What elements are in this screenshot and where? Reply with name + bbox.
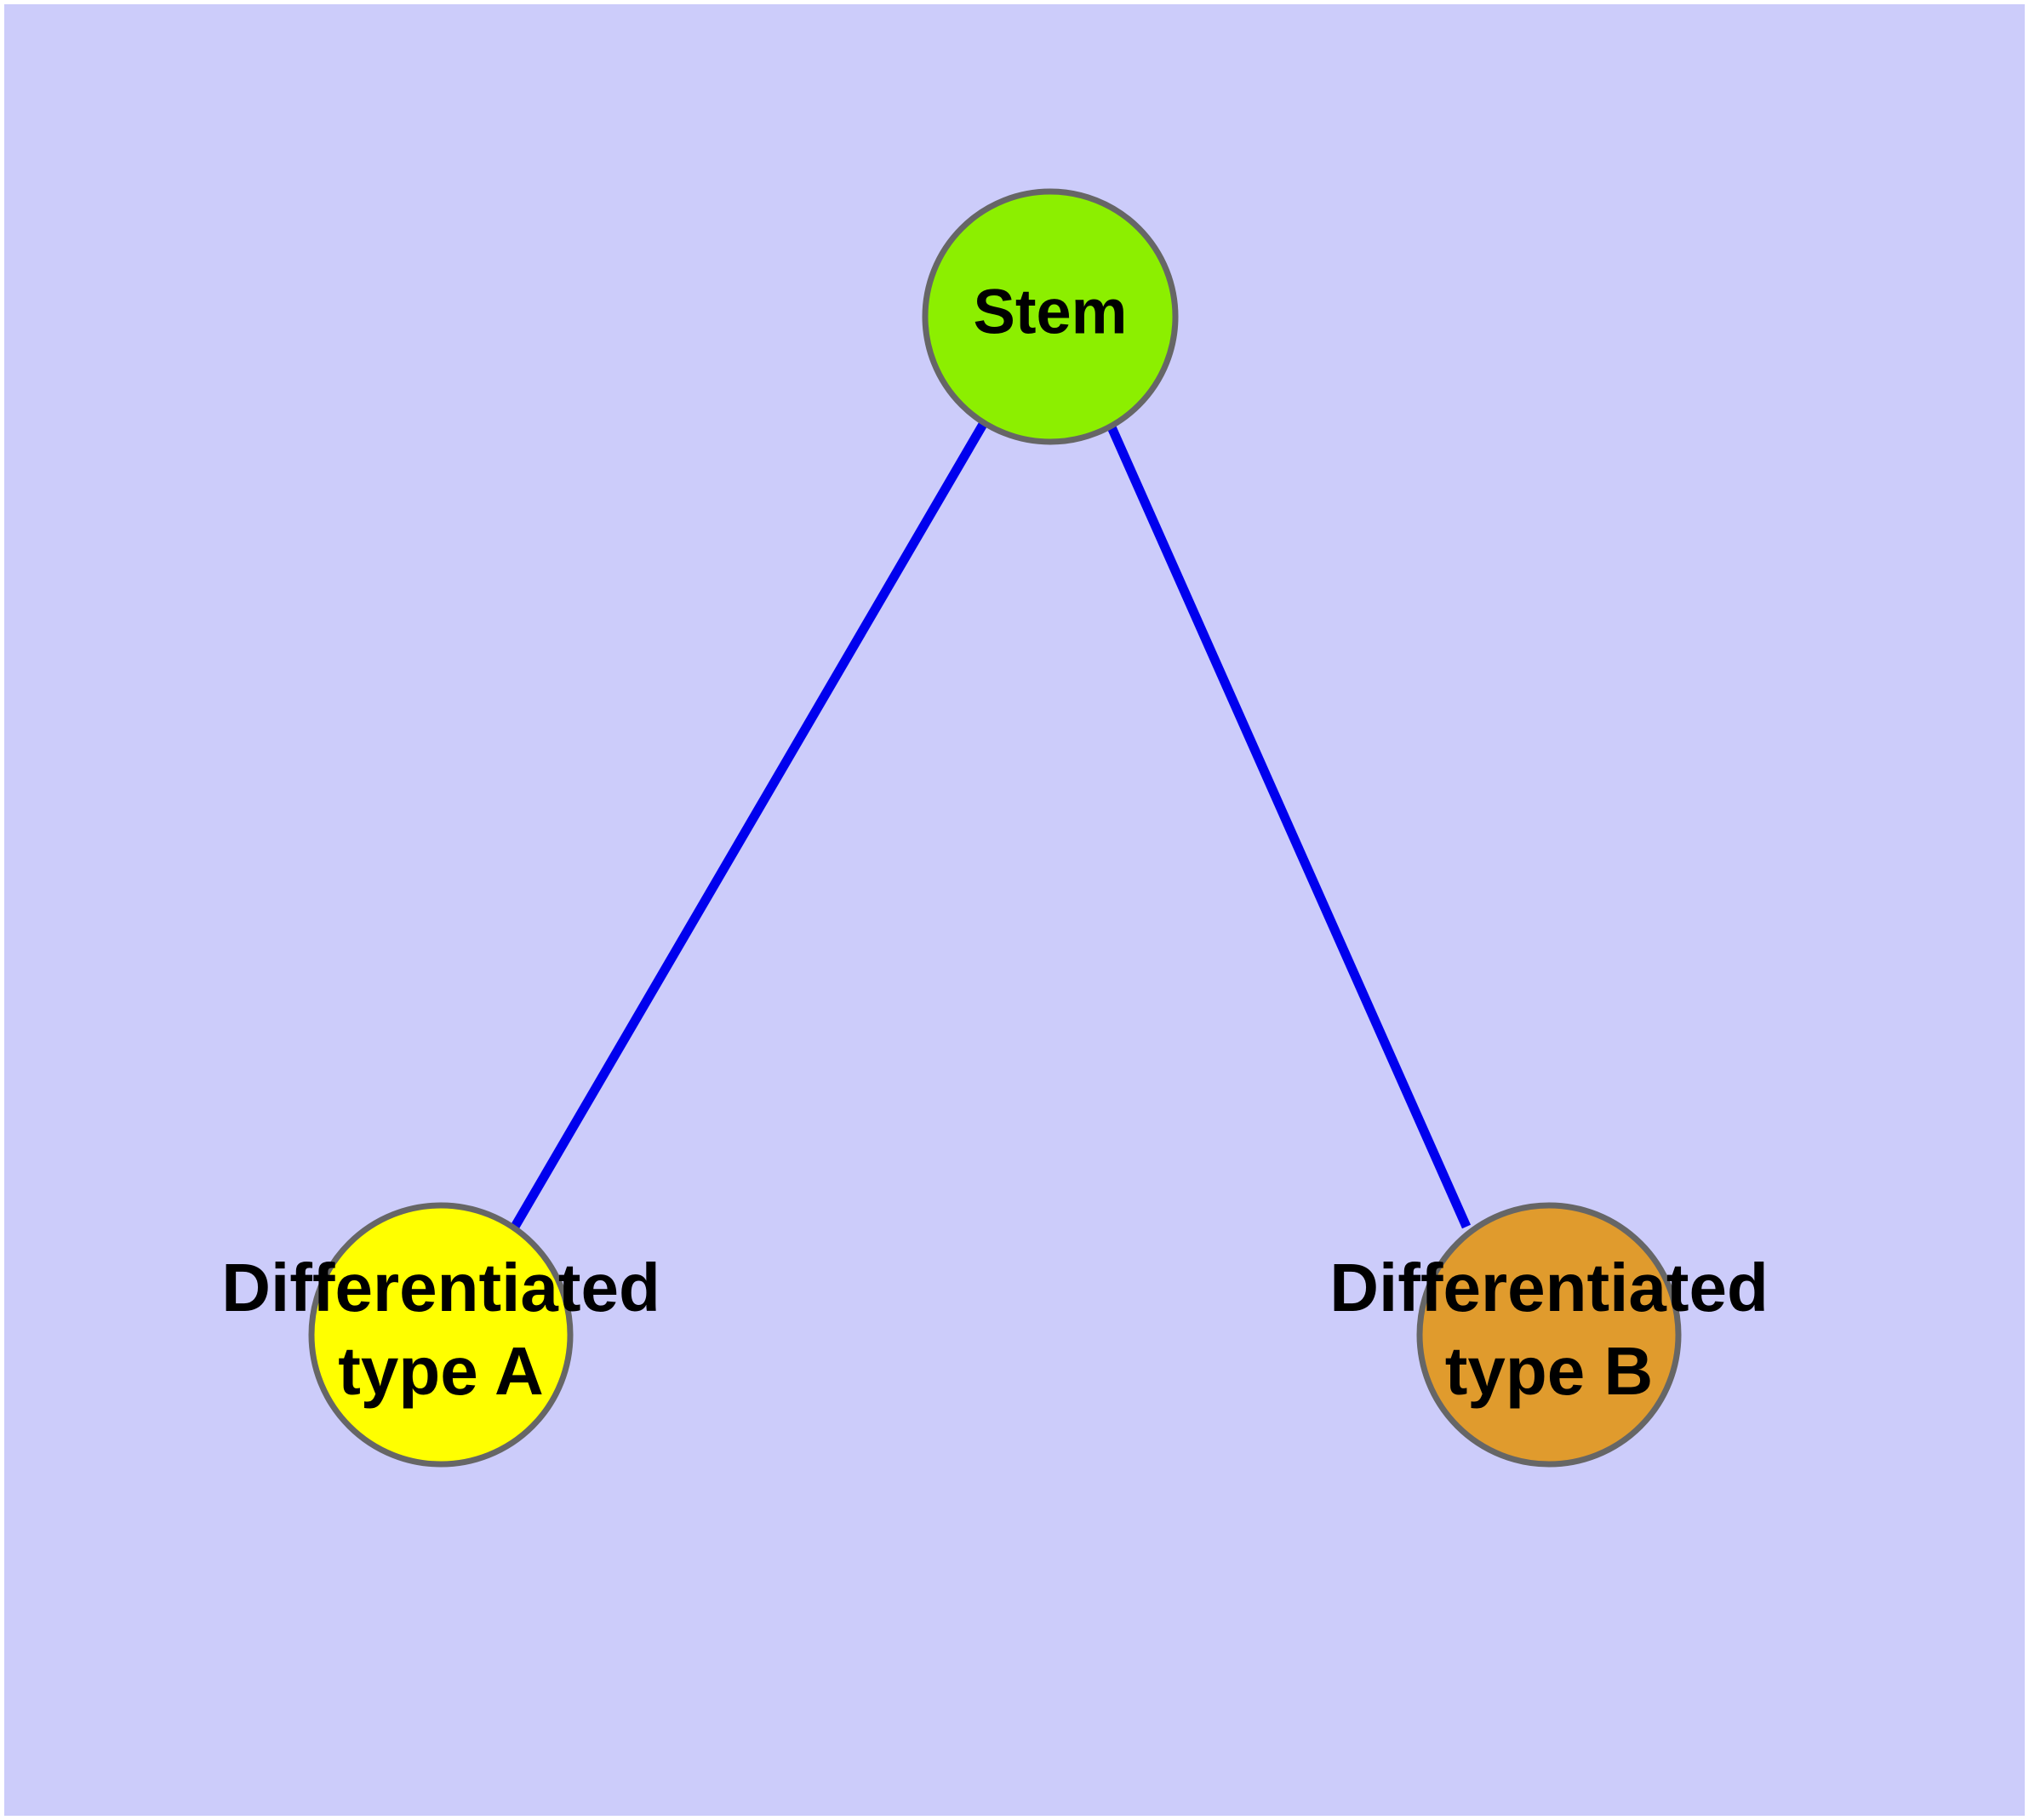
node-differentiated-type-a[interactable]: Differentiated type A bbox=[221, 1202, 660, 1468]
node-stem-label: Stem bbox=[974, 277, 1128, 347]
node-differentiated-type-b-circle[interactable] bbox=[1416, 1202, 1682, 1468]
edge-stem-to-differentiated-type-a[interactable] bbox=[511, 419, 989, 1229]
node-differentiated-type-a-label-line-2: type A bbox=[338, 1333, 544, 1409]
node-stem[interactable]: Stem bbox=[922, 188, 1179, 445]
node-differentiated-type-a-label-line-1: Differentiated bbox=[221, 1250, 660, 1325]
graph-svg: Stem Differentiated type A Differentiate… bbox=[221, 188, 1769, 1468]
node-layer: Stem Differentiated type A Differentiate… bbox=[221, 188, 1769, 1468]
graph-panel: Stem Differentiated type A Differentiate… bbox=[4, 4, 2025, 1816]
node-stem-circle[interactable] bbox=[922, 188, 1179, 445]
node-differentiated-type-a-circle[interactable] bbox=[308, 1202, 574, 1468]
edge-layer bbox=[511, 419, 1472, 1229]
node-differentiated-type-b[interactable]: Differentiated type B bbox=[1329, 1202, 1769, 1468]
node-differentiated-type-b-label-line-1: Differentiated bbox=[1329, 1250, 1769, 1325]
node-differentiated-type-b-label-line-2: type B bbox=[1445, 1333, 1654, 1409]
edge-stem-to-differentiated-type-b[interactable] bbox=[1104, 419, 1472, 1229]
